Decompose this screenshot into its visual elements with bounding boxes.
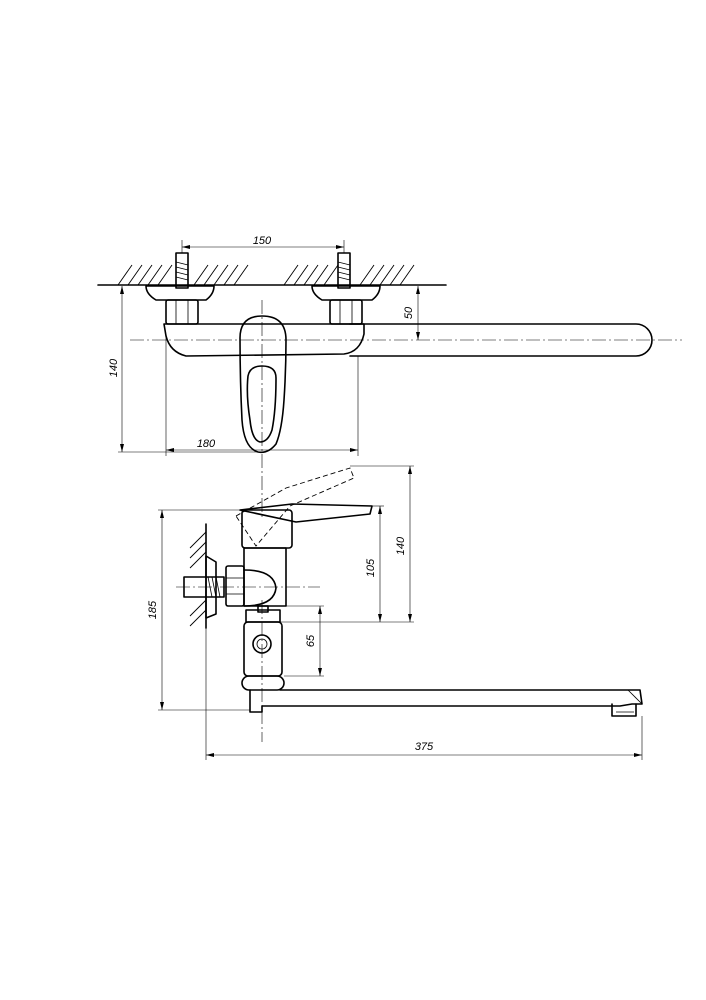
- mixer-body-top: [163, 323, 365, 357]
- side-cartridge-cap: [241, 509, 293, 549]
- escutcheon-right: [311, 285, 381, 301]
- side-lever-phantom: [235, 467, 355, 547]
- side-swivel-ring: [241, 675, 285, 691]
- side-hex-nut: [225, 565, 245, 607]
- top-view: 150 50 140 180: [97, 235, 682, 520]
- dim-side-outlet-spacing: 65: [280, 605, 324, 677]
- lever-handle-inner: [246, 365, 277, 443]
- dim-inlet-spacing: 150: [181, 235, 345, 253]
- dim-side-spout-length: 375: [205, 628, 643, 760]
- side-outlet-top: [257, 605, 269, 613]
- dim-label-185: 185: [147, 600, 159, 619]
- dim-label-180: 180: [197, 438, 216, 450]
- wall-hatch-left: [117, 264, 249, 286]
- dim-side-total-height: 185: [147, 509, 250, 711]
- side-body-curve: [243, 569, 277, 607]
- inlet-pipe-left: [175, 252, 189, 289]
- side-lever-handle: [239, 503, 373, 523]
- dim-top-width: 180: [165, 334, 359, 456]
- hex-nut-left: [165, 299, 199, 325]
- dim-top-height: 140: [108, 286, 258, 453]
- dim-label-105: 105: [365, 558, 377, 577]
- lever-handle-top: [239, 315, 287, 454]
- side-spout: [249, 689, 643, 713]
- hex-nut-right: [329, 299, 363, 325]
- dim-label-50: 50: [403, 306, 415, 319]
- dim-label-375: 375: [415, 741, 434, 753]
- dim-label-65: 65: [305, 634, 317, 647]
- dim-side-lever-high: 140: [268, 465, 414, 623]
- escutcheon-left: [145, 285, 215, 301]
- side-escutcheon: [205, 555, 217, 619]
- dim-label-150: 150: [253, 235, 272, 247]
- dim-label-140-side: 140: [395, 536, 407, 555]
- dim-spout-offset: 50: [403, 286, 420, 340]
- wall-hatch-right: [283, 264, 415, 286]
- side-spout-aerator: [611, 703, 637, 717]
- dim-label-140-top: 140: [108, 358, 120, 377]
- dim-side-lever-low: 105: [365, 505, 384, 622]
- side-mixer-body: [243, 547, 287, 607]
- side-wall-hatch: [189, 531, 207, 627]
- side-view: 140 105 65 185: [147, 465, 643, 760]
- spout-top: [349, 323, 653, 357]
- inlet-pipe-right: [337, 252, 351, 289]
